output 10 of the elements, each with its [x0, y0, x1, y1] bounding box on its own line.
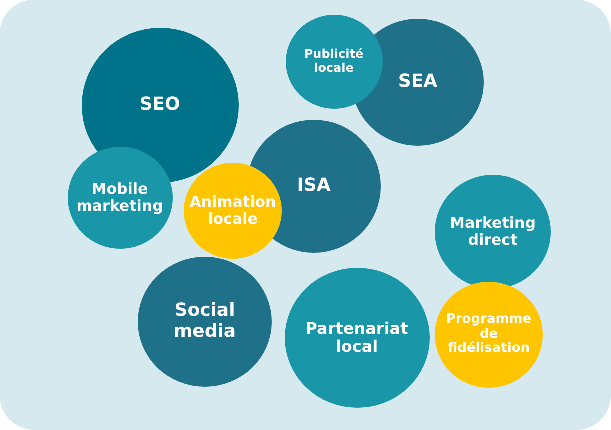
bubble-label: Programme de fidélisation	[445, 312, 533, 358]
bubble-label: Mobile marketing	[76, 180, 164, 216]
bubble-label: SEA	[397, 72, 439, 92]
bubble-label: Animation locale	[188, 194, 278, 228]
bubble-label: Partenariat local	[304, 320, 410, 356]
bubble-label: Marketing direct	[449, 214, 537, 250]
bubble-label: SEO	[138, 94, 182, 116]
bubble-label: Publicité locale	[303, 48, 365, 76]
bubble-label: ISA	[296, 176, 332, 196]
bubble-label: Social media	[172, 301, 238, 343]
